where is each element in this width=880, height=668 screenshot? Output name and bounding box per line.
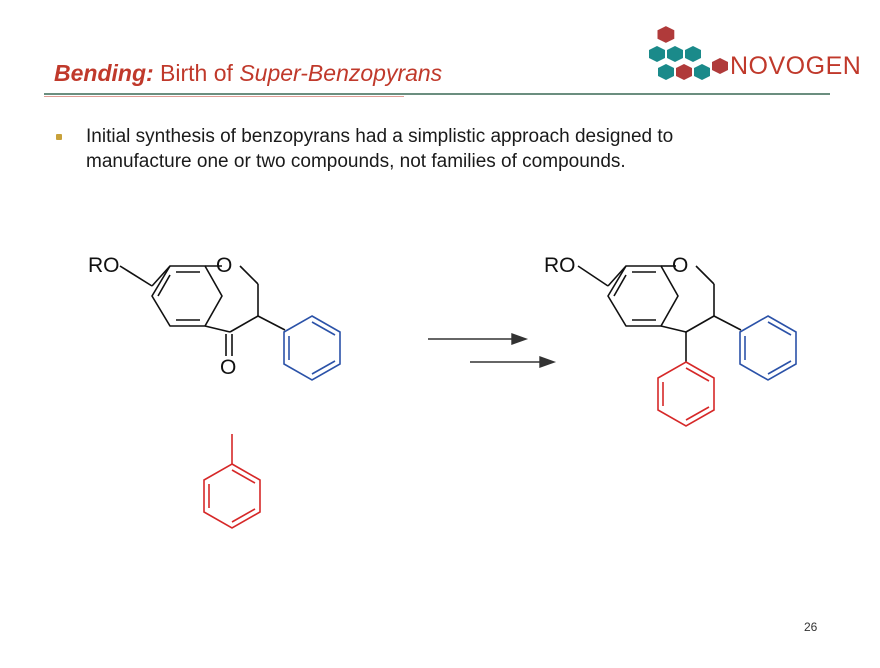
left-blue-phenyl-ring: [283, 315, 341, 381]
reagent-red-phenyl: [203, 434, 261, 529]
right-blue-phenyl-ring: [739, 315, 797, 381]
bullet-text: Initial synthesis of benzopyrans had a s…: [86, 126, 674, 172]
title-italic: Super-Benzopyrans: [239, 60, 443, 86]
title-underline: [44, 93, 830, 95]
logo-text: NOVOGEN: [730, 52, 862, 80]
slide-title: Bending: Birth of Super-Benzopyrans: [54, 60, 442, 87]
right-red-phenyl-ring: [657, 361, 715, 427]
page-number: 26: [804, 620, 818, 634]
left-carbonyl-oxygen: O: [220, 356, 236, 379]
right-ring-oxygen: O: [672, 254, 688, 277]
left-ro-bond: [119, 265, 153, 287]
bullet-icon: [56, 134, 62, 140]
title-plain: Birth of: [153, 60, 240, 86]
title-underline-accent: [44, 96, 404, 97]
novogen-logo-icon: [649, 26, 728, 80]
right-ro-label: RO: [544, 254, 576, 277]
title-bold: Bending:: [54, 60, 154, 86]
reaction-arrows: [428, 333, 557, 368]
left-ring-oxygen: O: [216, 254, 232, 277]
left-ro-label: RO: [88, 254, 120, 277]
